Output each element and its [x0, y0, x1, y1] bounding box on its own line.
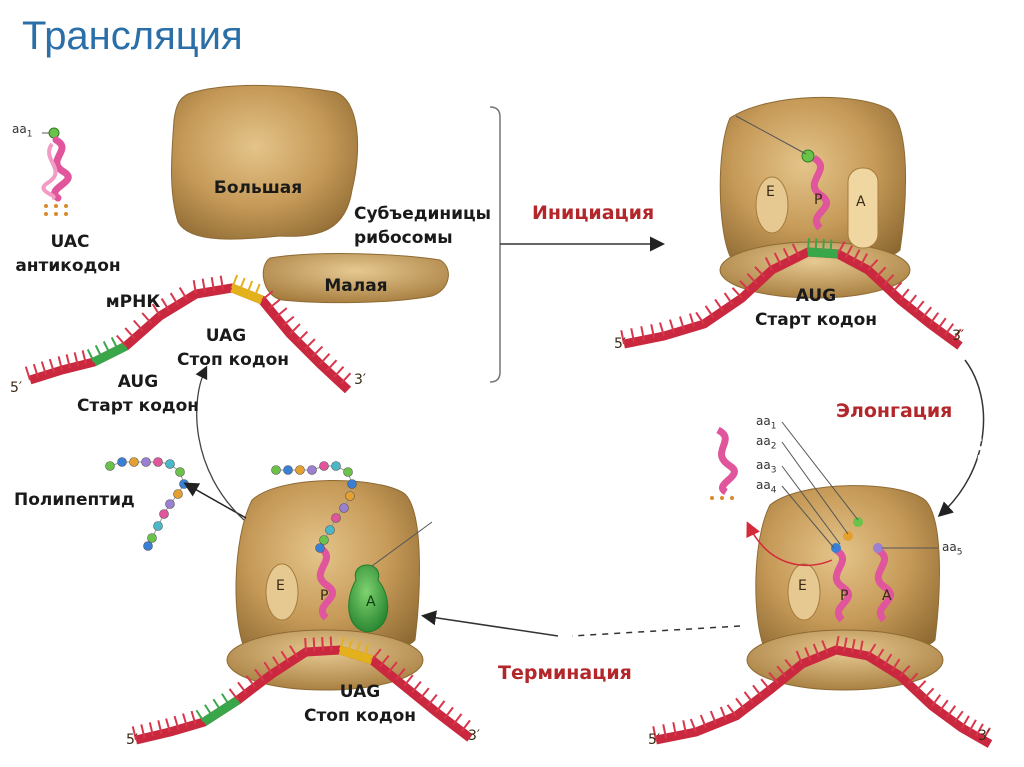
elong-three-prime: 3′ — [978, 728, 990, 744]
init-site-p: P — [814, 192, 822, 208]
init-start-code: AUG — [786, 286, 846, 307]
termination-ribosome — [227, 480, 432, 690]
phase-termination: Терминация — [498, 662, 632, 684]
elong-five-prime: 5′ — [648, 732, 660, 748]
polypeptide-label: Полипептид — [14, 490, 135, 511]
trna-aa-label: aa1 — [12, 122, 32, 139]
anticodon-label: антикодон — [4, 256, 132, 277]
large-subunit — [172, 85, 358, 239]
init-site-a: A — [856, 194, 866, 210]
page-title: Трансляция — [22, 14, 243, 59]
elong-aa3: aa3 — [756, 458, 776, 475]
term-site-e: E — [276, 578, 285, 594]
left-five-prime: 5′ — [10, 380, 22, 396]
left-stop-label: Стоп кодон — [170, 350, 296, 371]
phase-initiation: Инициация — [532, 202, 654, 224]
small-subunit-label: Малая — [316, 276, 396, 297]
elong-site-a: A — [882, 588, 892, 604]
anticodon-code: UAC — [40, 232, 100, 253]
termination-arrow — [424, 616, 558, 636]
init-start-label: Старт кодон — [748, 310, 884, 331]
subunits-label-line2: рибосомы — [354, 228, 453, 249]
elong-aa5: aa5 — [942, 540, 962, 557]
elong-site-p: P — [840, 588, 848, 604]
term-site-p: P — [320, 588, 328, 604]
elong-aa2: aa2 — [756, 434, 776, 451]
subunits-label-line1: Субъединицы — [354, 204, 491, 225]
init-three-prime: 3′ — [952, 328, 964, 344]
elong-aa1: aa1 — [756, 414, 776, 431]
term-site-a: A — [366, 594, 376, 610]
term-three-prime: 3′ — [468, 728, 480, 744]
term-stop-label: Стоп кодон — [294, 706, 426, 727]
left-three-prime: 3′ — [354, 372, 366, 388]
released-trna — [710, 430, 734, 500]
left-start-code: AUG — [108, 372, 168, 393]
mrna-label: мРНК — [98, 292, 168, 313]
recycle-arrow — [197, 368, 244, 520]
left-stop-code: UAG — [196, 326, 256, 347]
left-start-label: Старт кодон — [72, 396, 204, 417]
term-stop-code: UAG — [330, 682, 390, 703]
free-trna — [42, 128, 68, 216]
large-subunit-label: Большая — [196, 178, 320, 199]
elongation-arrow — [940, 360, 984, 515]
elong-site-e: E — [798, 578, 807, 594]
elong-aa4: aa4 — [756, 478, 776, 495]
init-site-e: E — [766, 184, 775, 200]
phase-elongation: Элонгация — [836, 400, 952, 422]
init-five-prime: 5′ — [614, 336, 626, 352]
term-five-prime: 5′ — [126, 732, 138, 748]
subunit-bracket — [490, 107, 500, 382]
